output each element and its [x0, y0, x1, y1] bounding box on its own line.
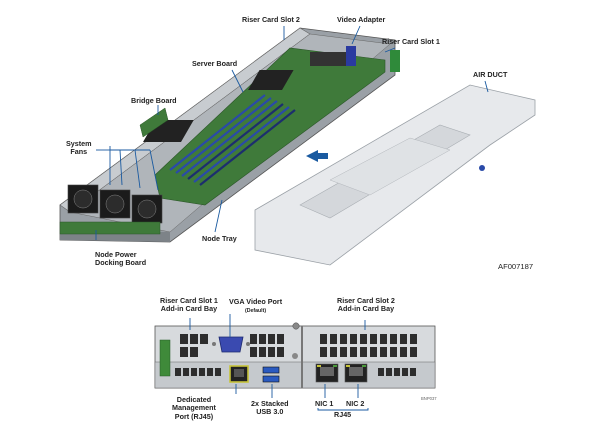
label-riser2-line1: Riser Card Slot 2 — [337, 296, 395, 305]
label-node-power-docking-board: Node Power Docking Board — [95, 250, 147, 268]
insert-arrow-icon — [306, 150, 328, 162]
vga-port — [212, 336, 250, 353]
label-system-fans: System Fans — [66, 139, 92, 157]
label-riser-card-slot-2-bay: Riser Card Slot 2 Add-in Card Bay — [337, 296, 395, 314]
riser-bracket — [310, 52, 350, 66]
label-system-fans-line1: System — [66, 139, 92, 148]
label-server-board: Server Board — [192, 59, 238, 68]
dimm-slots — [169, 94, 296, 186]
label-riser1-line1: Riser Card Slot 1 — [160, 296, 218, 305]
label-vga-line1: VGA Video Port — [229, 297, 283, 306]
label-riser-card-slot-1-bay: Riser Card Slot 1 Add-in Card Bay — [160, 296, 218, 314]
callout-lines-top — [95, 25, 489, 240]
label-mgmt-line1: Dedicated — [176, 395, 212, 404]
riser-latch — [390, 50, 400, 72]
label-riser1-line2: Add-in Card Bay — [160, 304, 218, 314]
label-node-power-line1: Node Power — [95, 250, 137, 259]
server-board — [143, 46, 400, 206]
label-video-adapter: Video Adapter — [337, 15, 386, 24]
label-usb-line1: 2x Stacked — [251, 399, 289, 408]
air-duct — [254, 84, 536, 266]
rear-panel — [154, 322, 436, 389]
label-vga-line2: (Default) — [245, 308, 267, 315]
label-air-duct: AIR DUCT — [473, 70, 508, 79]
label-node-power-line2: Docking Board — [95, 258, 147, 268]
figure-id-bottom: BNP037 — [421, 396, 437, 401]
label-nic-1: NIC 1 — [315, 399, 334, 408]
node-power-docking-board — [59, 221, 161, 235]
label-dedicated-management-port: Dedicated Management Port (RJ45) — [172, 395, 216, 421]
label-riser-card-slot-2: Riser Card Slot 2 — [242, 15, 300, 24]
nic-ports — [315, 363, 368, 383]
cpu-heatsink — [248, 70, 294, 90]
usb-ports — [262, 366, 280, 383]
label-bridge-board: Bridge Board — [131, 96, 177, 105]
label-mgmt-line2: Management — [172, 403, 216, 413]
management-port — [229, 365, 249, 383]
system-fans — [67, 184, 163, 224]
label-usb-line2: USB 3.0 — [256, 407, 284, 417]
video-adapter-board — [346, 46, 356, 66]
bridge-board — [139, 107, 169, 138]
callout-lines-bottom — [189, 314, 369, 411]
label-rj45: RJ45 — [334, 410, 352, 419]
label-stacked-usb: 2x Stacked USB 3.0 — [251, 399, 289, 417]
label-nic-2: NIC 2 — [346, 399, 365, 408]
label-node-tray: Node Tray — [202, 234, 237, 243]
figure-id-top: AF007187 — [498, 262, 534, 271]
label-vga-video-port: VGA Video Port (Default) — [229, 297, 283, 315]
release-latch — [159, 339, 171, 377]
label-system-fans-line2: Fans — [70, 147, 88, 157]
label-mgmt-line3: Port (RJ45) — [174, 411, 214, 421]
label-riser-card-slot-1: Riser Card Slot 1 — [382, 37, 440, 46]
label-riser2-line2: Add-in Card Bay — [337, 304, 395, 314]
